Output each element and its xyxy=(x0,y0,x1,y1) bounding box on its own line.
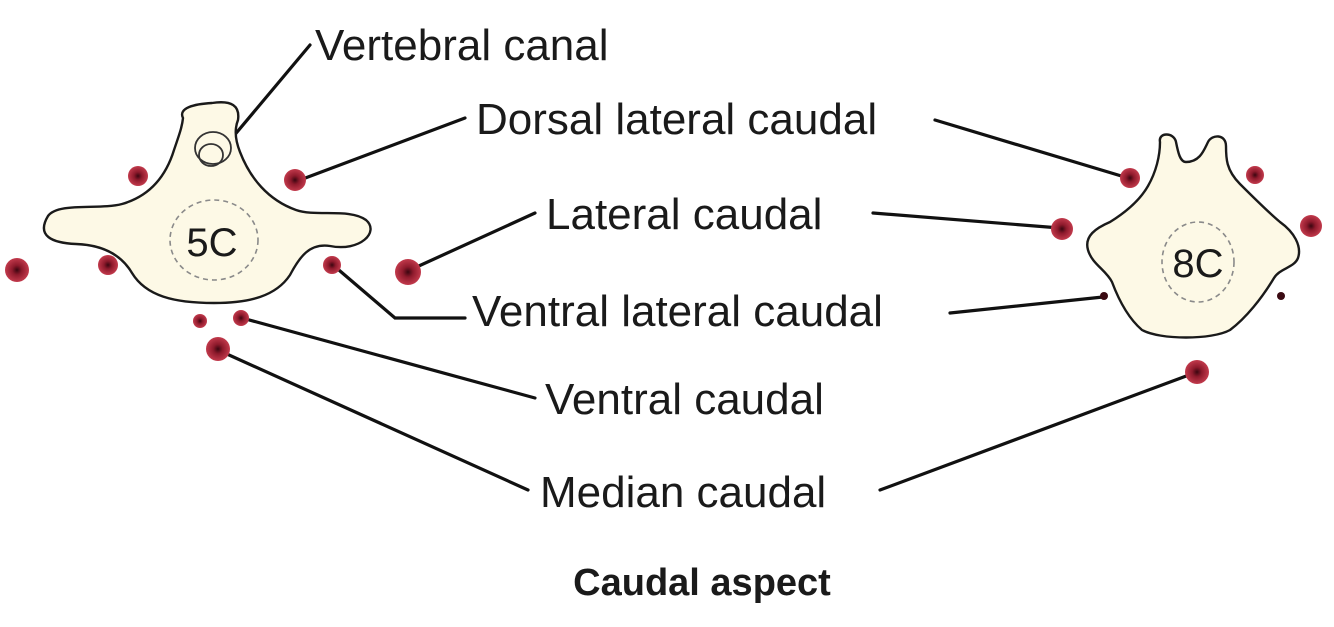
leader-ventral-lateral-caudal-right xyxy=(948,295,1105,315)
leader-dorsal-lateral-caudal-left xyxy=(298,116,467,182)
label-vertebral-canal: Vertebral canal xyxy=(315,21,609,70)
vessel-ventral-lateral-right-outer xyxy=(1277,292,1285,300)
leader-ventral-lateral-caudal-left xyxy=(331,263,467,320)
label-median-caudal: Median caudal xyxy=(540,468,826,517)
figure-caption: Caudal aspect xyxy=(573,562,831,604)
leader-lateral-caudal-right xyxy=(871,211,1062,230)
vessel-dorsal-lateral-left-outer xyxy=(128,166,148,186)
vessel-median-caudal-right xyxy=(1185,360,1209,384)
vessel-lateral-left xyxy=(395,259,421,285)
labels: Vertebral canal Dorsal lateral caudal La… xyxy=(315,21,883,604)
label-dorsal-lateral-caudal: Dorsal lateral caudal xyxy=(476,95,877,144)
vessel-lateral-right-outer xyxy=(1300,215,1322,237)
vessel-ventral-lateral-right xyxy=(1100,292,1108,300)
leader-lines xyxy=(216,43,1199,492)
vessel-median-caudal-left xyxy=(206,337,230,361)
vertebra-5c-label: 5C xyxy=(186,221,237,265)
vertebra-5c: 5C xyxy=(42,101,372,305)
leader-median-caudal-right xyxy=(878,370,1199,492)
vessel-lateral-right xyxy=(1051,218,1073,240)
vessel-lateral-left-inner xyxy=(98,255,118,275)
vessel-lateral-left-outer xyxy=(5,258,29,282)
vertebra-8c-body-outline xyxy=(1161,221,1235,303)
vertebra-5c-body-outline xyxy=(169,199,259,281)
vertebra-8c: 8C xyxy=(1086,133,1301,339)
vessel-ventral-caudal-a xyxy=(193,314,207,328)
vessels xyxy=(5,166,1322,384)
vessel-dorsal-lateral-right xyxy=(1120,168,1140,188)
label-ventral-lateral-caudal: Ventral lateral caudal xyxy=(472,287,883,336)
vertebra-8c-body xyxy=(1086,133,1301,339)
vertebral-canal-ring-outer xyxy=(194,131,232,165)
label-ventral-caudal: Ventral caudal xyxy=(545,375,824,424)
vertebra-5c-body xyxy=(42,101,372,305)
vessel-ventral-caudal-b xyxy=(233,310,249,326)
leader-median-caudal-left xyxy=(216,348,530,492)
vessel-dorsal-lateral-right-outer xyxy=(1246,166,1264,184)
leader-lateral-caudal-left xyxy=(408,211,537,272)
label-lateral-caudal: Lateral caudal xyxy=(546,190,822,239)
vessel-dorsal-lateral-left xyxy=(284,169,306,191)
vessel-ventral-lateral-left xyxy=(323,256,341,274)
vertebral-canal-ring-inner xyxy=(198,143,224,167)
leader-dorsal-lateral-caudal-right xyxy=(933,118,1130,180)
vertebra-8c-label: 8C xyxy=(1172,242,1223,286)
leader-ventral-caudal xyxy=(240,316,537,400)
